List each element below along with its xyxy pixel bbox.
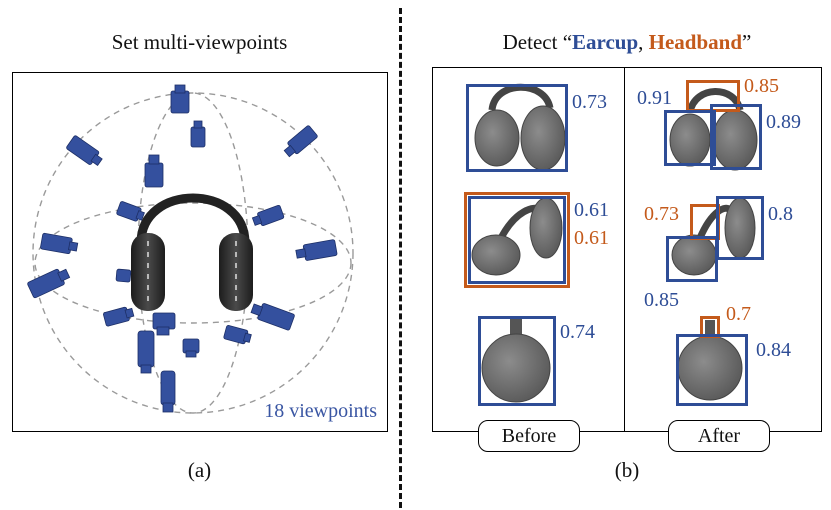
score-earcup: 0.85 (644, 289, 679, 311)
bbox-headband (464, 192, 570, 288)
camera-icon (103, 306, 135, 327)
panel-a-caption: (a) (187, 458, 212, 482)
panel-b-title: Detect “Earcup, Headband” (432, 30, 822, 55)
bbox-earcup (664, 110, 716, 166)
score-earcup: 0.91 (637, 87, 672, 109)
panel-b-caption: (b) (614, 458, 640, 482)
bbox-earcup (466, 84, 568, 172)
camera-icon (152, 312, 176, 336)
score-headband: 0.61 (574, 227, 609, 249)
bbox-earcup (676, 334, 748, 406)
camera-icons (27, 84, 338, 413)
score-earcup: 0.8 (768, 203, 793, 225)
camera-icon (223, 325, 252, 345)
camera-icon (283, 125, 318, 158)
camera-icon (160, 370, 176, 413)
bbox-earcup (468, 196, 566, 284)
panel-a-title: Set multi-viewpoints (111, 30, 288, 54)
score-headband: 0.85 (744, 75, 779, 97)
camera-icon (115, 268, 132, 283)
camera-icon (250, 303, 295, 331)
camera-icon (40, 232, 79, 255)
score-earcup: 0.89 (766, 111, 801, 133)
camera-icon (170, 84, 190, 114)
camera-icon (182, 338, 200, 358)
after-label: After (668, 420, 770, 452)
viewpoint-count-label: 18 viewpoints (264, 400, 377, 422)
headphone-before-row3 (481, 318, 551, 403)
title-prefix: Detect “ (502, 30, 573, 54)
score-headband: 0.73 (644, 203, 679, 225)
title-headband-label: Headband (648, 30, 743, 54)
viewpoint-frame: 18 viewpoints (12, 72, 388, 432)
score-earcup: 0.84 (756, 339, 791, 361)
camera-icon (116, 201, 145, 222)
title-earcup-label: Earcup (572, 30, 639, 54)
camera-icon (27, 268, 71, 299)
bbox-earcup (666, 236, 718, 282)
panel-divider (399, 8, 402, 508)
camera-icon (144, 154, 164, 188)
camera-icon (190, 120, 206, 148)
headphone-after-row1 (669, 88, 758, 171)
camera-icon (251, 204, 285, 226)
camera-icon (66, 135, 103, 167)
score-earcup: 0.61 (574, 199, 609, 221)
score-earcup: 0.74 (560, 321, 595, 343)
multi-viewpoint-illustration (27, 84, 354, 414)
headphone-icon (131, 193, 253, 311)
bbox-earcup (710, 104, 762, 170)
bbox-earcup (478, 316, 556, 406)
before-label: Before (478, 420, 580, 452)
camera-icon (137, 330, 155, 374)
camera-icon (295, 239, 338, 261)
score-earcup: 0.73 (572, 91, 607, 113)
headphone-before-row1 (474, 83, 566, 171)
score-headband: 0.7 (726, 303, 751, 325)
before-after-divider (624, 67, 625, 432)
title-suffix: ” (742, 30, 752, 54)
bbox-earcup (716, 196, 764, 260)
title-separator: , (638, 30, 649, 54)
